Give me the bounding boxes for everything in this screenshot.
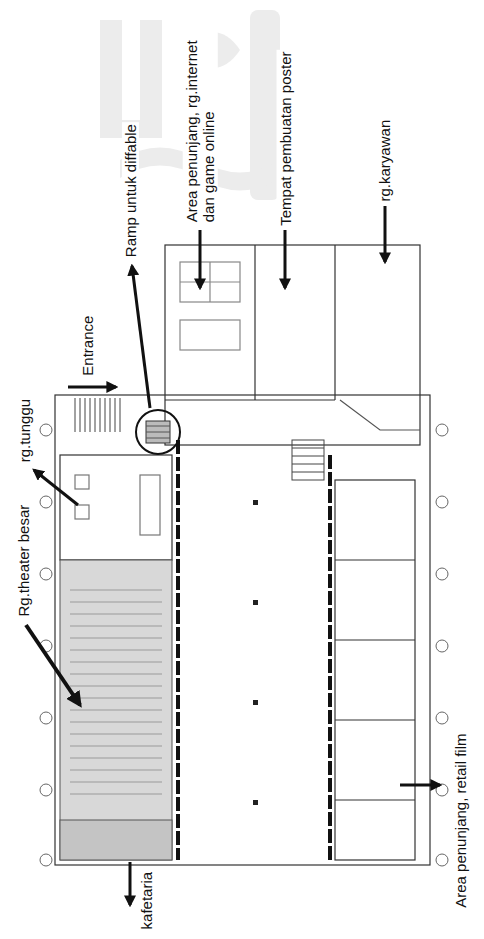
leader-arrows — [26, 206, 440, 905]
room-label: rg.karyawan — [376, 117, 393, 203]
columns — [253, 500, 258, 805]
theater — [60, 560, 172, 860]
stairs — [75, 398, 324, 480]
room-label: Rg.theater besar — [15, 502, 32, 618]
room-label: Entrance — [79, 313, 96, 377]
room-label: Area penunjang, retail film — [452, 731, 469, 909]
room-label: Ramp untuk diffable — [121, 122, 138, 259]
upper-block — [165, 245, 420, 445]
room-label: rg.tunggu — [16, 396, 33, 463]
room-label: Area penunjang, rg.internet dan game onl… — [183, 20, 218, 224]
ramp — [136, 410, 180, 454]
room-label: Tempat pembuatan poster — [277, 49, 294, 227]
grid-bubbles — [40, 424, 448, 866]
room-label: kafetaria — [138, 869, 155, 931]
main-block — [55, 395, 430, 865]
